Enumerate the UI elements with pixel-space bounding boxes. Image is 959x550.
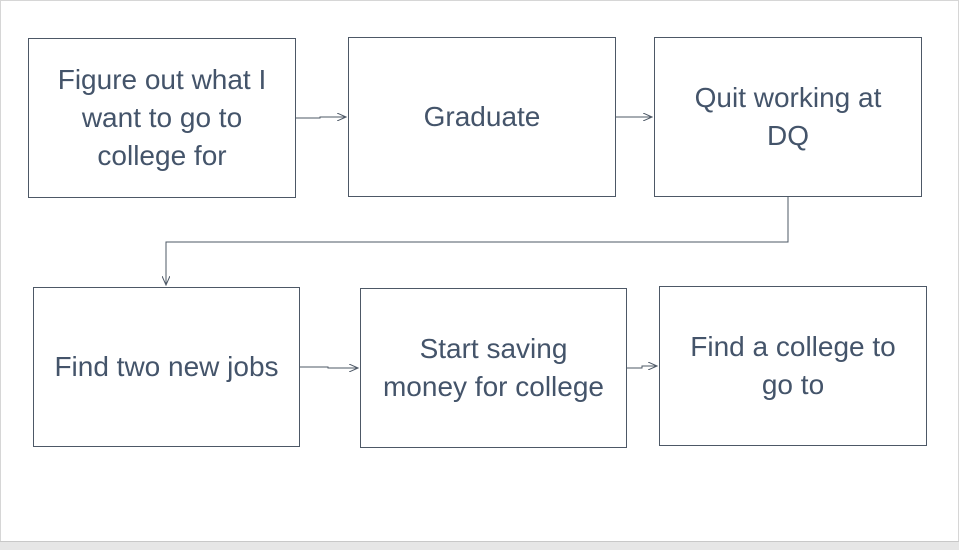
step-label-4: Find two new jobs [54, 351, 279, 382]
step-label-6: Find a college to go to [690, 331, 896, 400]
step-box-5[interactable]: Start saving money for college [360, 288, 627, 448]
step-box-2[interactable]: Graduate [348, 37, 616, 197]
connector-step5-to-step6 [627, 366, 657, 368]
connector-step1-to-step2 [296, 117, 346, 118]
step-box-6[interactable]: Find a college to go to [659, 286, 927, 446]
bottom-scrollbar[interactable] [0, 541, 959, 550]
step-box-3[interactable]: Quit working at DQ [654, 37, 922, 197]
connector-step3-to-step4 [166, 197, 789, 285]
step-label-2: Graduate [423, 101, 541, 132]
step-label-3: Quit working at DQ [694, 82, 882, 151]
step-box-1[interactable]: Figure out what I want to go to college … [28, 38, 296, 198]
step-label-1: Figure out what I want to go to college … [57, 64, 267, 171]
step-box-4[interactable]: Find two new jobs [33, 287, 300, 447]
step-label-5: Start saving money for college [382, 333, 604, 402]
connector-step4-to-step5 [300, 367, 358, 368]
